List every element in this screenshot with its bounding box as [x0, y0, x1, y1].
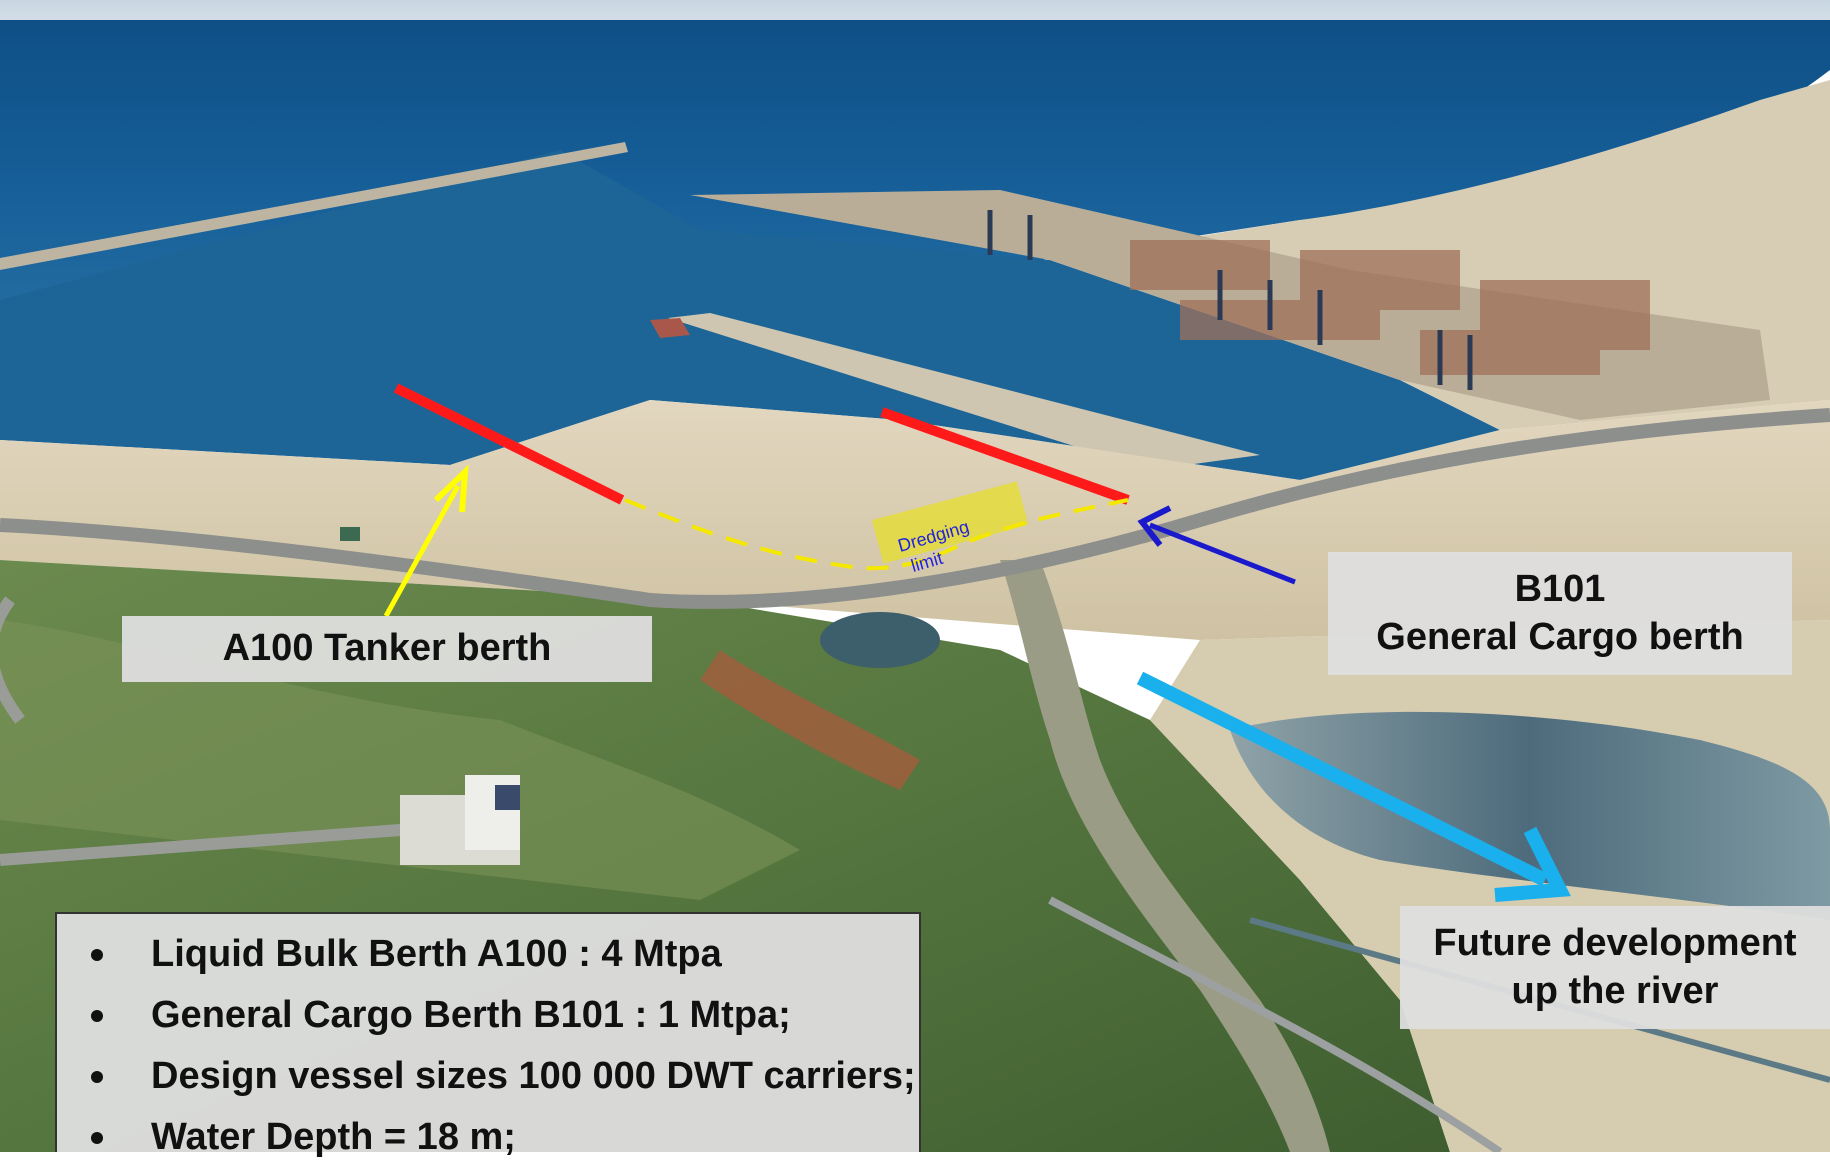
future-development-label: Future development up the river: [1400, 906, 1830, 1029]
future-development-label-line2: up the river: [1511, 969, 1719, 1012]
spec-item-text: Water Depth = 18 m;: [151, 1116, 516, 1158]
future-development-arrow: [1136, 671, 1571, 902]
tanker-berth-label: A100 Tanker berth: [122, 616, 652, 682]
bullet-icon: [91, 1070, 103, 1083]
cargo-berth-label-line2: General Cargo berth: [1376, 615, 1744, 658]
dredging-limit-highlight: [871, 481, 1029, 564]
spec-item: Liquid Bulk Berth A100 : 4 Mtpa: [75, 924, 919, 985]
tanker-berth-arrow: [383, 464, 469, 618]
cargo-berth-label-line1: B101: [1514, 568, 1606, 610]
spec-item-text: Liquid Bulk Berth A100 : 4 Mtpa: [151, 933, 722, 975]
future-development-label-line1: Future development: [1433, 922, 1797, 964]
spec-item-text: Design vessel sizes 100 000 DWT carriers…: [151, 1055, 916, 1097]
tanker-berth-label-text: A100 Tanker berth: [222, 627, 552, 670]
spec-item: Design vessel sizes 100 000 DWT carriers…: [75, 1046, 919, 1107]
spec-item-text: General Cargo Berth B101 : 1 Mtpa;: [151, 994, 791, 1036]
a100-berth-line: [393, 383, 625, 505]
bullet-icon: [91, 1131, 103, 1144]
spec-item: Water Depth = 18 m;: [75, 1107, 919, 1168]
b101-berth-line: [880, 407, 1130, 505]
berth-specifications-list: Liquid Bulk Berth A100 : 4 Mtpa General …: [75, 924, 919, 1168]
dredging-limit-line: [624, 498, 1129, 571]
bullet-icon: [91, 1009, 103, 1022]
cargo-berth-label: B101 General Cargo berth: [1328, 552, 1792, 675]
cargo-berth-arrow: [1137, 505, 1296, 585]
spec-item: General Cargo Berth B101 : 1 Mtpa;: [75, 985, 919, 1046]
berth-specifications-box: Liquid Bulk Berth A100 : 4 Mtpa General …: [55, 912, 921, 1158]
bullet-icon: [91, 948, 103, 961]
